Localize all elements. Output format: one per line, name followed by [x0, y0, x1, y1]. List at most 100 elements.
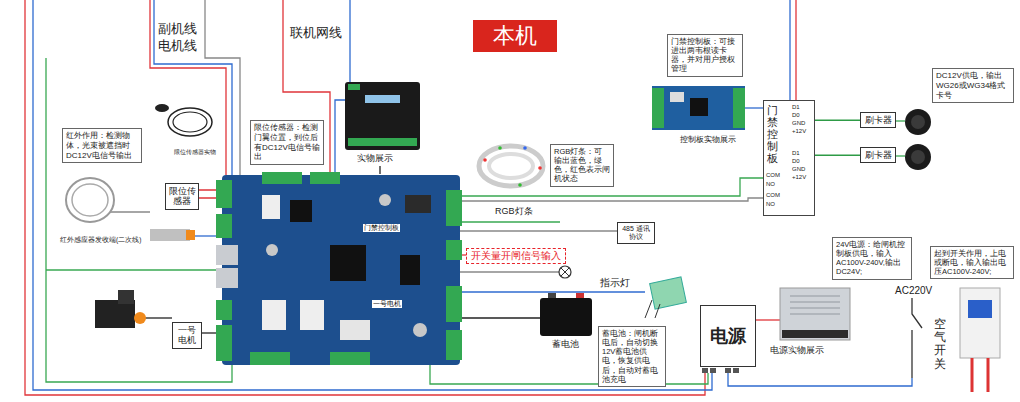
power-box: 电源 — [700, 305, 756, 367]
indicator-light-photo — [645, 277, 686, 318]
main-board-part — [400, 255, 420, 285]
power-supply-photo-part — [790, 296, 840, 314]
rgb-strip-photo-part — [483, 158, 487, 162]
pin-label: 门禁控制板 — [363, 224, 400, 232]
indicator-circle-part — [559, 266, 571, 278]
infrared-sensor-photo-part — [72, 184, 108, 216]
node-text: 刷卡器 — [863, 150, 893, 160]
wire — [25, 0, 912, 395]
wire-part — [745, 107, 763, 108]
main-board-part — [216, 245, 238, 265]
power-supply-photo-part — [780, 288, 850, 340]
main-board-part — [310, 172, 340, 184]
wire-part — [460, 271, 559, 272]
title-badge: 本机 — [473, 20, 557, 52]
main-board-part — [262, 300, 286, 330]
wire-part — [430, 365, 708, 384]
wire-part — [33, 0, 712, 390]
node-text: 门禁控制板 — [767, 104, 778, 164]
infrared-sensor-photo-part — [150, 229, 190, 241]
wire-part — [795, 0, 796, 100]
main-board-part — [262, 195, 280, 219]
breaker-symbol-part — [912, 298, 922, 328]
door-board-photo — [652, 86, 745, 130]
limit-sensor-photo — [155, 104, 212, 136]
part-label: 控制板实物展示 — [680, 136, 736, 145]
pin-label: D0 — [792, 112, 800, 119]
card-reader-box: 刷卡器 — [860, 147, 896, 163]
power-terminals-part — [710, 368, 716, 373]
main-board-part — [216, 180, 232, 208]
wire-part — [46, 269, 216, 270]
rgb-strip-photo-part — [498, 146, 502, 150]
breaker-symbol-part — [911, 330, 912, 378]
part-label: 蓄电池 — [552, 340, 579, 350]
wire-part — [460, 317, 540, 318]
part-label: 电源实物展示 — [770, 346, 824, 356]
wire-part — [205, 0, 240, 175]
part-label: 实物展示 — [357, 154, 393, 164]
motor-photo-part — [118, 290, 134, 304]
pin-label: NO — [766, 181, 775, 188]
wire-part — [199, 190, 216, 198]
node-text: 刷卡器 — [863, 115, 893, 125]
node-text: 电源 — [710, 326, 746, 347]
infrared-sensor-photo-part — [186, 230, 195, 240]
node-text: 限位传感器：检测门翼位置，到位后有DC12V电信号输出 — [254, 123, 320, 162]
wire-part — [896, 155, 905, 156]
card-reader-photo-part — [905, 109, 931, 135]
part-label: AC220V — [895, 285, 932, 296]
callout-note: RGB灯条：可输出蓝色，绿色，红色表示闸机状态 — [550, 144, 614, 187]
main-board-part — [446, 240, 462, 260]
door-board-photo-part — [670, 92, 684, 102]
main-board-part — [300, 300, 324, 330]
wire-part — [150, 0, 226, 175]
node-text: 一号电机 — [175, 325, 199, 346]
pin-label: 限位传感器实物 — [174, 149, 216, 156]
motor-box: 一号电机 — [172, 322, 202, 349]
indicator-light-photo-part — [650, 277, 687, 309]
main-board-part — [446, 286, 462, 322]
breaker-symbol — [912, 298, 922, 378]
pin-label: 红外感应器发收端(二次线) — [60, 236, 141, 243]
main-board-part — [290, 200, 312, 222]
callout-note: 起到开关作用，上电或断电，输入输出电压AC100V-240V; — [930, 246, 1014, 279]
wire-part — [460, 291, 645, 292]
main-board-part — [340, 320, 370, 340]
power-supply-photo — [780, 288, 850, 340]
node-text: 开关量开闸信号输入 — [469, 250, 563, 262]
protocol-box: 485 通讯协议 — [617, 222, 655, 244]
breaker-photo-part — [968, 300, 992, 318]
limit-sensor-photo-part — [168, 108, 212, 136]
door-board-photo-part — [690, 98, 708, 116]
motor-photo — [95, 290, 146, 328]
power-supply-photo-part — [782, 330, 848, 338]
wire-part — [46, 58, 232, 382]
callout-note: 红外作用：检测物体，光束被遮挡时DC12V电信号输出 — [62, 128, 142, 163]
part-label: 空气开关 — [934, 318, 946, 371]
pin-label: +12V — [792, 128, 806, 135]
rgb-strip-photo — [479, 146, 543, 187]
pin-label: +12V — [792, 174, 806, 181]
power-terminals — [702, 368, 739, 373]
device-photo-part — [365, 95, 400, 103]
main-board-part — [446, 190, 462, 226]
wire-part — [728, 373, 912, 386]
device-photo — [345, 82, 420, 150]
breaker-photo — [960, 288, 1000, 392]
power-terminals-part — [725, 368, 731, 373]
power-terminals-part — [702, 368, 708, 373]
wire-part — [756, 319, 780, 320]
main-board-part — [446, 330, 462, 360]
main-board-part — [413, 323, 427, 337]
limit-sensor-photo-part — [173, 112, 207, 132]
node-text: 红外作用：检测物体，光束被遮挡时DC12V电信号输出 — [66, 131, 138, 160]
wire-part — [154, 0, 232, 175]
indicator-circle — [559, 266, 571, 278]
node-text: 485 通讯协议 — [620, 225, 652, 241]
pin-label: D1 — [792, 104, 800, 111]
pin-label: D0 — [792, 158, 800, 165]
wire-part — [25, 0, 705, 395]
